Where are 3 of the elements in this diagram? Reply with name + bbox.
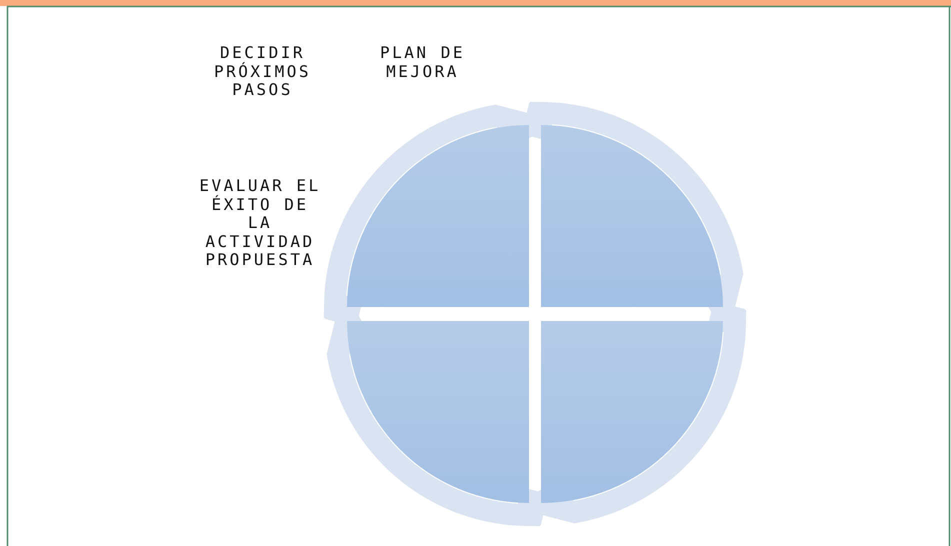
step-label: DECIDIR PRÓXIMOS PASOS <box>212 44 312 100</box>
step-label: EVALUAR EL ÉXITO DE LA ACTIVIDAD PROPUESTA <box>198 177 322 270</box>
step-label: PLAN DE MEJORA <box>379 44 466 81</box>
